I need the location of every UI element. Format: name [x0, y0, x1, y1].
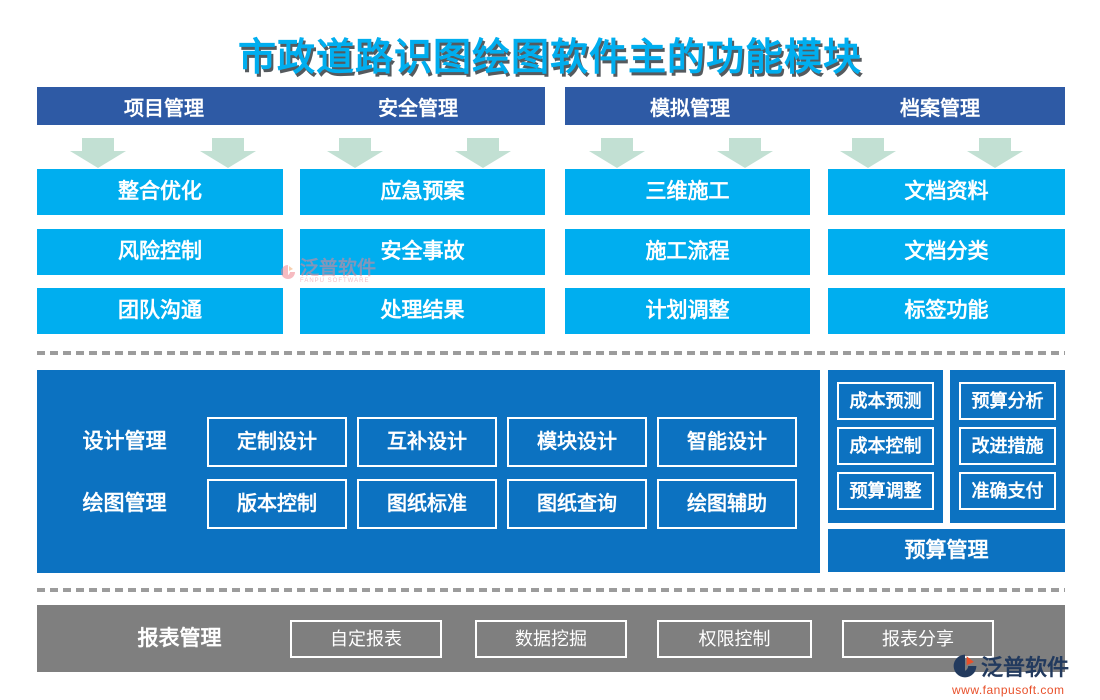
feature-box: 权限控制 [657, 620, 812, 658]
feature-box: 定制设计 [207, 417, 347, 467]
budget-panel-left: 成本预测 成本控制 预算调整 [828, 370, 943, 523]
module-box: 标签功能 [828, 288, 1065, 334]
module-box: 计划调整 [565, 288, 810, 334]
module-box: 风险控制 [37, 229, 283, 275]
header-bar-group2: 模拟管理 档案管理 [565, 87, 1065, 125]
row-label-drawing: 绘图管理 [82, 492, 167, 515]
down-arrow-icon [967, 138, 1023, 168]
module-box: 三维施工 [565, 169, 810, 215]
feature-box: 绘图辅助 [657, 479, 797, 529]
watermark-subtext: FANPU SOFTWARE [300, 278, 370, 284]
budget-management-bar: 预算管理 [828, 529, 1065, 572]
report-management-label: 报表管理 [137, 627, 222, 650]
down-arrow-icon [717, 138, 773, 168]
module-box: 团队沟通 [37, 288, 283, 334]
module-box: 处理结果 [300, 288, 545, 334]
feature-box: 图纸查询 [507, 479, 647, 529]
header-project-management: 项目管理 [124, 97, 204, 120]
report-management-bar: 报表管理 自定报表 数据挖掘 权限控制 报表分享 [37, 605, 1065, 672]
down-arrow-icon [70, 138, 126, 168]
feature-box: 版本控制 [207, 479, 347, 529]
feature-box: 预算调整 [837, 472, 934, 510]
down-arrow-icon [327, 138, 383, 168]
feature-box: 预算分析 [959, 382, 1056, 420]
module-box: 应急预案 [300, 169, 545, 215]
down-arrow-icon [200, 138, 256, 168]
row-label-design: 设计管理 [82, 430, 167, 453]
feature-box: 互补设计 [357, 417, 497, 467]
feature-box: 成本预测 [837, 382, 934, 420]
brand-logo-icon [953, 654, 977, 678]
feature-box: 改进措施 [959, 427, 1056, 465]
module-box: 文档资料 [828, 169, 1065, 215]
feature-box: 智能设计 [657, 417, 797, 467]
brand-name: 泛普软件 [981, 655, 1070, 680]
brand-url: www.fanpusoft.com [952, 683, 1065, 697]
feature-box: 模块设计 [507, 417, 647, 467]
header-simulation-management: 模拟管理 [650, 97, 730, 120]
header-safety-management: 安全管理 [378, 97, 458, 120]
module-box: 施工流程 [565, 229, 810, 275]
module-box: 安全事故 [300, 229, 545, 275]
feature-box: 报表分享 [842, 620, 994, 658]
section-divider [37, 351, 1065, 355]
header-bar-group1: 项目管理 安全管理 [37, 87, 545, 125]
feature-box: 图纸标准 [357, 479, 497, 529]
header-archive-management: 档案管理 [900, 97, 980, 120]
design-drawing-panel: 设计管理 绘图管理 定制设计 互补设计 模块设计 智能设计 版本控制 图纸标准 … [37, 370, 820, 573]
page-title: 市政道路识图绘图软件主的功能模块 [237, 37, 862, 79]
module-box: 整合优化 [37, 169, 283, 215]
down-arrow-icon [589, 138, 645, 168]
feature-box: 数据挖掘 [475, 620, 627, 658]
budget-panel-right: 预算分析 改进措施 准确支付 [950, 370, 1065, 523]
feature-box: 准确支付 [959, 472, 1056, 510]
down-arrow-icon [455, 138, 511, 168]
module-box: 文档分类 [828, 229, 1065, 275]
feature-box: 成本控制 [837, 427, 934, 465]
brand-logo: 泛普软件 www.fanpusoft.com [952, 650, 1097, 697]
feature-box: 自定报表 [290, 620, 442, 658]
down-arrow-icon [840, 138, 896, 168]
section-divider [37, 588, 1065, 592]
